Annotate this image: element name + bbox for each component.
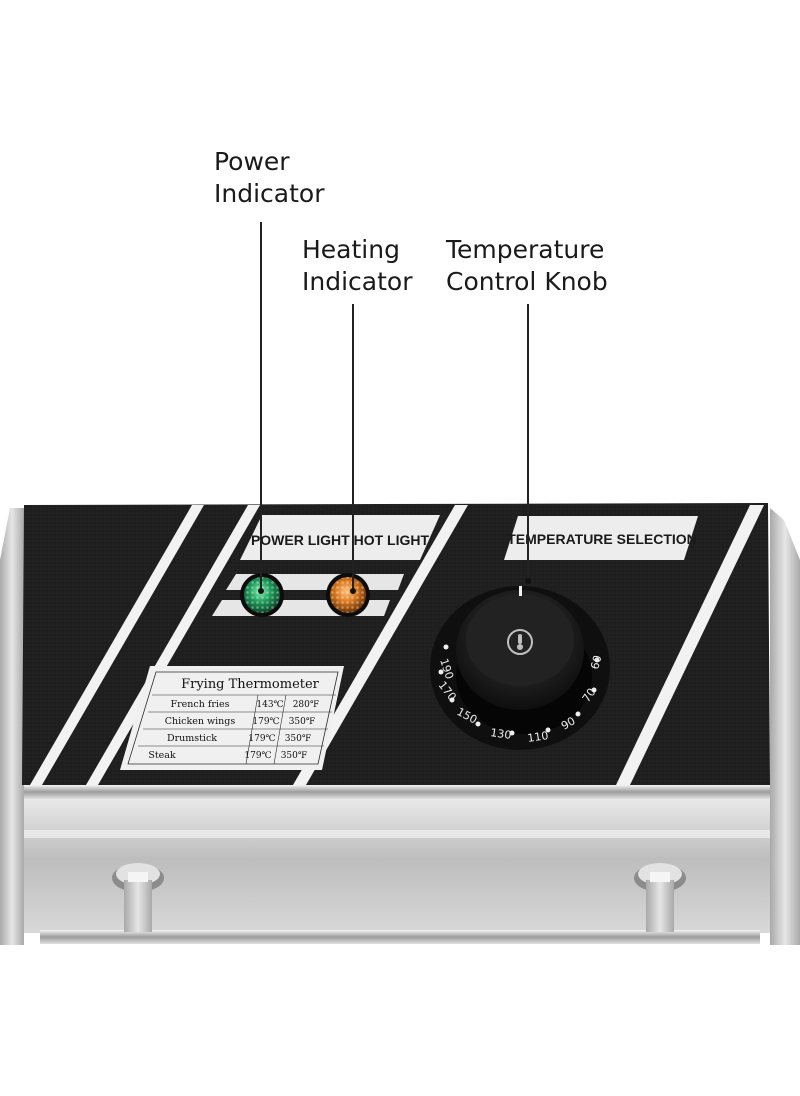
power-indicator-callout-line2: Indicator [214, 179, 325, 208]
power-indicator-leader [260, 222, 262, 592]
temperature-label-text: TEMPERATURE SELECTION [507, 531, 697, 547]
temperature-knob-callout-line2: Control Knob [446, 267, 608, 296]
light-labels-text: POWER LIGHT HOT LIGHT [251, 532, 430, 548]
thermometer-title: Frying Thermometer [181, 677, 320, 692]
panel-diagonal-stripes [30, 505, 764, 785]
lower-rail [40, 930, 760, 944]
thermometer-row-4-c: 179℃ [244, 751, 271, 761]
thermometer-row-1-food: French fries [171, 699, 230, 710]
frying-thermometer-card: Frying Thermometer French fries 143℃ 280… [120, 666, 344, 770]
thermometer-icon-stem [518, 634, 522, 644]
left-handle-post [112, 863, 164, 932]
thermometer-row-3-c: 179℃ [248, 734, 275, 744]
temperature-knob-callout-line1: Temperature [446, 235, 605, 264]
temperature-label-plate [504, 516, 698, 560]
thermometer-row-2-food: Chicken wings [165, 716, 236, 727]
power-light [240, 573, 284, 617]
heating-indicator-callout: Heating Indicator [302, 234, 412, 298]
thermometer-row-2-c: 179℃ [252, 717, 279, 727]
heating-indicator-callout-line1: Heating [302, 235, 400, 264]
dial-mark-190: 190 [437, 657, 456, 681]
tank-reflection [24, 830, 770, 838]
thermometer-row-4-food: Steak [148, 750, 176, 761]
thermometer-row-3-f: 350℉ [285, 734, 312, 744]
thermometer-row-1-f: 280℉ [293, 700, 320, 710]
thermometer-icon-bulb [517, 644, 523, 650]
thermometer-row-1-c: 143℃ [256, 700, 283, 710]
dial-mark-90: 90 [559, 714, 578, 732]
power-indicator-callout: Power Indicator [214, 146, 324, 210]
thermometer-row-4-f: 350℉ [281, 751, 308, 761]
thermometer-icon [507, 629, 533, 655]
heating-indicator-leader-dot [350, 588, 356, 594]
thermometer-row-3-food: Drumstick [167, 733, 217, 744]
left-steel-wall [0, 508, 24, 945]
heating-indicator-callout-line2: Indicator [302, 267, 413, 296]
right-steel-wall [770, 508, 800, 945]
thermometer-row-2-f: 350℉ [289, 717, 316, 727]
temperature-knob-leader [527, 304, 529, 582]
upper-rail [24, 785, 770, 799]
power-indicator-callout-line1: Power [214, 147, 290, 176]
knob-pointer [519, 586, 522, 596]
power-indicator-leader-dot [258, 588, 264, 594]
right-handle-post [634, 863, 686, 932]
heating-indicator-leader [352, 304, 354, 592]
dial-mark-110: 110 [527, 729, 550, 745]
dial-tick-dots [438, 644, 600, 736]
dial-mark-130: 130 [490, 726, 513, 742]
light-labels-plate [240, 515, 440, 560]
temperature-knob-callout: Temperature Control Knob [446, 234, 608, 298]
temperature-control-knob[interactable]: 190 170 150 130 110 90 70 60 [430, 586, 610, 750]
hot-light [326, 573, 370, 617]
temperature-knob-leader-dot [525, 578, 531, 584]
